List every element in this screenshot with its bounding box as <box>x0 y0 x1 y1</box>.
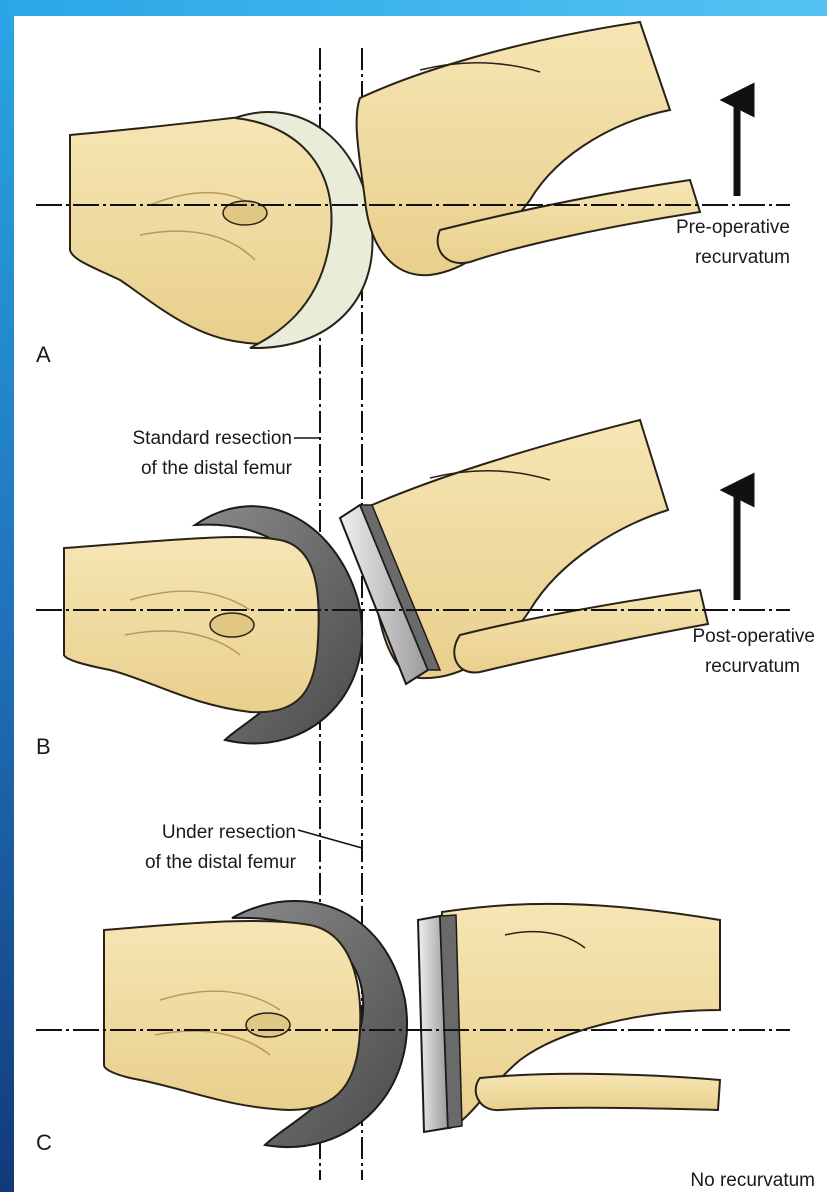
caption-b-line1: Post-operative <box>692 626 815 647</box>
caption-a-line1: Pre-operative <box>676 217 790 238</box>
caption-c-line1: No recurvatum <box>690 1170 815 1191</box>
panel-letter-c: C <box>36 1130 52 1155</box>
resection-label-b-line1: Standard resection <box>133 428 293 449</box>
resection-label-c-line2: of the distal femur <box>145 852 297 873</box>
panel-c: Under resection of the distal femur C No… <box>36 822 815 1191</box>
femur-b <box>64 537 319 712</box>
panel-letter-b: B <box>36 734 51 759</box>
resection-label-c-line1: Under resection <box>162 822 296 843</box>
caption-b-line2: recurvatum <box>705 656 800 677</box>
panel-b: Standard resection of the distal femur P… <box>36 420 815 759</box>
panel-letter-a: A <box>36 342 51 367</box>
femur-c <box>104 921 360 1110</box>
resection-label-b-line2: of the distal femur <box>141 458 293 479</box>
caption-a-line2: recurvatum <box>695 247 790 268</box>
fibula-c <box>476 1074 720 1110</box>
panel-a: Pre-operative recurvatum A <box>36 22 790 367</box>
